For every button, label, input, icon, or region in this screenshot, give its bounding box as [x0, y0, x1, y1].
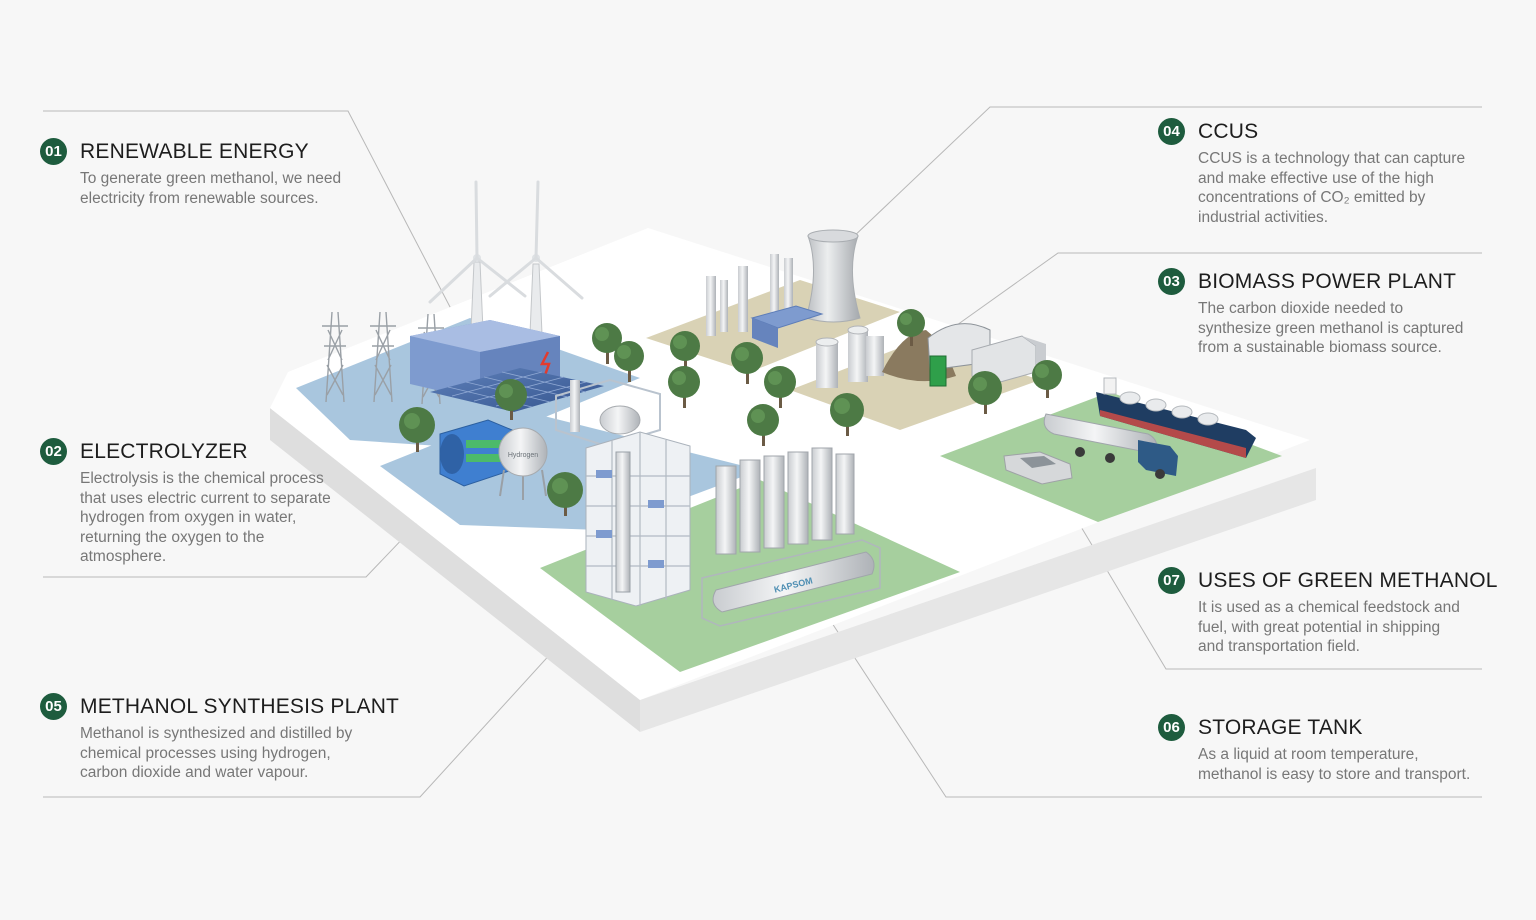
callout-biomass-power-plant: 03 BIOMASS POWER PLANT The carbon dioxid…: [1158, 268, 1463, 358]
trees: [399, 309, 1062, 516]
green-bin: [929, 355, 947, 387]
leader-line-05: [43, 604, 596, 798]
biomass-silo-2: [848, 330, 868, 382]
ship: [1096, 377, 1256, 458]
tree-2: [614, 341, 644, 382]
ccus-column-2: [720, 280, 728, 332]
callout-title: RENEWABLE ENERGY: [80, 139, 309, 163]
hydrogen-sphere-tank: Hydrogen: [498, 427, 548, 500]
electrolyzer-stack: [439, 419, 513, 487]
truck-cab: [1138, 440, 1178, 476]
tree-9: [399, 407, 435, 452]
electrolyzer-unit: Hydrogen: [439, 378, 661, 500]
ccus-column-3: [738, 266, 748, 332]
callout-title: STORAGE TANK: [1198, 715, 1363, 739]
tree-4: [668, 366, 700, 408]
tree-6: [764, 366, 796, 408]
callout-title: CCUS: [1198, 119, 1259, 143]
step-badge: 02: [40, 438, 67, 465]
wind-turbine-2: [488, 180, 584, 335]
callout-renewable-energy: 01 RENEWABLE ENERGY To generate green me…: [40, 138, 341, 208]
callout-description: It is used as a chemical feedstock and f…: [1198, 599, 1460, 655]
step-badge: 04: [1158, 118, 1185, 145]
biomass-facility: [815, 323, 1046, 388]
tree-12: [897, 309, 925, 346]
ccus-facility: [706, 229, 861, 348]
callout-description: CCUS is a technology that can capture an…: [1198, 150, 1466, 226]
tree-8: [830, 393, 864, 436]
tanker-truck: [1043, 413, 1178, 479]
callout-title: ELECTROLYZER: [80, 439, 248, 463]
tree-10: [495, 379, 527, 420]
step-badge: 07: [1158, 567, 1185, 594]
callout-description: Methanol is synthesized and distilled by…: [80, 725, 353, 781]
biomass-silo-1: [816, 342, 838, 388]
methanol-synthesis-tower: [585, 431, 691, 607]
step-badge: 05: [40, 693, 67, 720]
tree-3: [670, 331, 700, 372]
pylon-2: [370, 311, 396, 403]
leader-line-03: [949, 252, 1482, 331]
step-badge: 01: [40, 138, 67, 165]
wind-turbines: [428, 180, 584, 335]
callout-electrolyzer: 02 ELECTROLYZER Electrolysis is the chem…: [40, 438, 331, 567]
callout-description: To generate green methanol, we need elec…: [80, 170, 342, 207]
platform-side: [270, 408, 640, 732]
ccus-column-1: [706, 276, 716, 336]
tree-5: [731, 342, 763, 384]
callout-description: As a liquid at room temperature, methano…: [1198, 746, 1471, 783]
callout-title: METHANOL SYNTHESIS PLANT: [80, 694, 400, 718]
callout-description: The carbon dioxide needed to synthesize …: [1198, 300, 1464, 356]
callout-ccus: 04 CCUS CCUS is a technology that can ca…: [1158, 118, 1465, 227]
callout-uses-of-green-methanol: 07 USES OF GREEN METHANOL It is used as …: [1158, 567, 1498, 657]
biomass-silo-3: [866, 336, 884, 376]
pylon-1: [322, 311, 348, 403]
step-badge: 03: [1158, 268, 1185, 295]
tree-11: [547, 472, 583, 516]
ccus-column-5: [784, 258, 793, 318]
car: [1003, 451, 1073, 485]
leader-line-01: [43, 110, 463, 331]
leader-lines: [43, 106, 1482, 798]
electrolyzer-piping: [555, 378, 661, 448]
iso-tank-container: KAPSOM: [701, 539, 881, 627]
callout-methanol-synthesis-plant: 05 METHANOL SYNTHESIS PLANT Methanol is …: [40, 693, 399, 783]
cooling-tower: [805, 231, 861, 323]
wind-turbine-1: [428, 180, 527, 331]
methanol-storage-silos: [715, 447, 855, 555]
leader-line-06: [829, 619, 1482, 798]
hydrogen-tank-label: Hydrogen: [508, 452, 538, 459]
callout-storage-tank: 06 STORAGE TANK As a liquid at room temp…: [1158, 714, 1470, 784]
callout-title: USES OF GREEN METHANOL: [1198, 568, 1498, 592]
leader-line-04: [849, 106, 1482, 241]
ccus-column-4: [770, 254, 779, 318]
tree-13: [968, 371, 1002, 414]
platform-side-right: [640, 468, 1316, 732]
step-badge: 06: [1158, 714, 1185, 741]
tree-1: [592, 323, 622, 364]
tree-7: [747, 404, 779, 446]
callout-description: Electrolysis is the chemical process tha…: [80, 470, 331, 565]
callout-title: BIOMASS POWER PLANT: [1198, 269, 1457, 293]
tree-14: [1032, 360, 1062, 398]
